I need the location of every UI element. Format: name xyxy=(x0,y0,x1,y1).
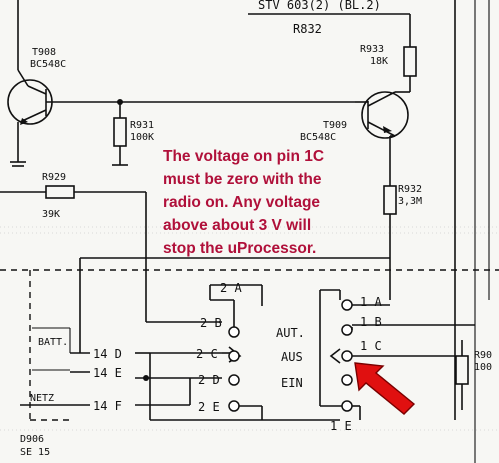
pin-14d: 14 D xyxy=(93,347,122,361)
transistor-t908: T908 BC548C xyxy=(7,47,70,167)
switch-left-bank: 2 A 2 B 2 C 2 D 2 E xyxy=(149,281,340,421)
device-sub: SE 15 xyxy=(20,447,50,458)
t908-type: BC548C xyxy=(30,59,66,70)
r90x-value: 100 xyxy=(474,362,492,373)
pin-1c: 1 C xyxy=(360,339,382,353)
annotation-line: above about 3 V will xyxy=(163,217,312,234)
pos-ein: EIN xyxy=(281,376,303,390)
t908-ref: T908 xyxy=(32,47,56,58)
pin-2e: 2 E xyxy=(198,400,220,414)
pin-1b: 1 B xyxy=(360,315,382,329)
pos-aus: AUS xyxy=(281,350,303,364)
pin-14f: 14 F xyxy=(93,399,122,413)
r832-label: R832 xyxy=(293,22,322,36)
red-arrow-icon xyxy=(354,362,416,415)
switch-right-bank: 1 A 1 B 1 C 1 E xyxy=(319,289,475,433)
resistor-r929: R929 39K xyxy=(0,172,222,323)
pin-2c: 2 C xyxy=(196,347,218,361)
annotation-line: The voltage on pin 1C xyxy=(163,148,325,165)
pin-2b: 2 B xyxy=(200,316,222,330)
r933-ref: R933 xyxy=(360,44,384,55)
r931-value: 100K xyxy=(130,132,154,143)
pin-1a: 1 A xyxy=(360,295,382,309)
r929-value: 39K xyxy=(42,209,60,220)
annotation-line: must be zero with the xyxy=(163,171,322,188)
batt-label: BATT. xyxy=(38,337,68,348)
device-ref: D906 xyxy=(20,434,44,445)
resistor-r90x: R90 100 xyxy=(455,340,492,410)
pin-2a: 2 A xyxy=(220,281,242,295)
resistor-r933: R933 18K xyxy=(360,44,417,77)
resistor-r931: R931 100K xyxy=(112,102,154,166)
pin-2d: 2 D xyxy=(198,373,220,387)
stv-label: STV 603(2) (BL.2) xyxy=(258,0,381,12)
r932-ref: R932 xyxy=(398,184,422,195)
pos-aut: AUT. xyxy=(276,326,305,340)
r931-ref: R931 xyxy=(130,120,154,131)
r932-value: 3,3M xyxy=(398,196,422,207)
transistor-t909: T909 BC548C xyxy=(300,76,411,143)
voltage-annotation: The voltage on pin 1C must be zero with … xyxy=(163,145,373,260)
r90x-ref: R90 xyxy=(474,350,492,361)
t909-ref: T909 xyxy=(323,120,347,131)
resistor-r932: R932 3,3M xyxy=(383,160,422,258)
netz-label: NETZ xyxy=(30,393,54,404)
connector: BATT. NETZ 14 D 14 E 14 F xyxy=(20,327,222,413)
r929-ref: R929 xyxy=(42,172,66,183)
pin-1e: 1 E xyxy=(330,419,352,433)
pin-14e: 14 E xyxy=(93,366,122,380)
annotation-line: radio on. Any voltage xyxy=(163,194,321,211)
t909-type: BC548C xyxy=(300,132,336,143)
r933-value: 18K xyxy=(370,56,388,67)
annotation-line: stop the uProcessor. xyxy=(163,240,317,257)
